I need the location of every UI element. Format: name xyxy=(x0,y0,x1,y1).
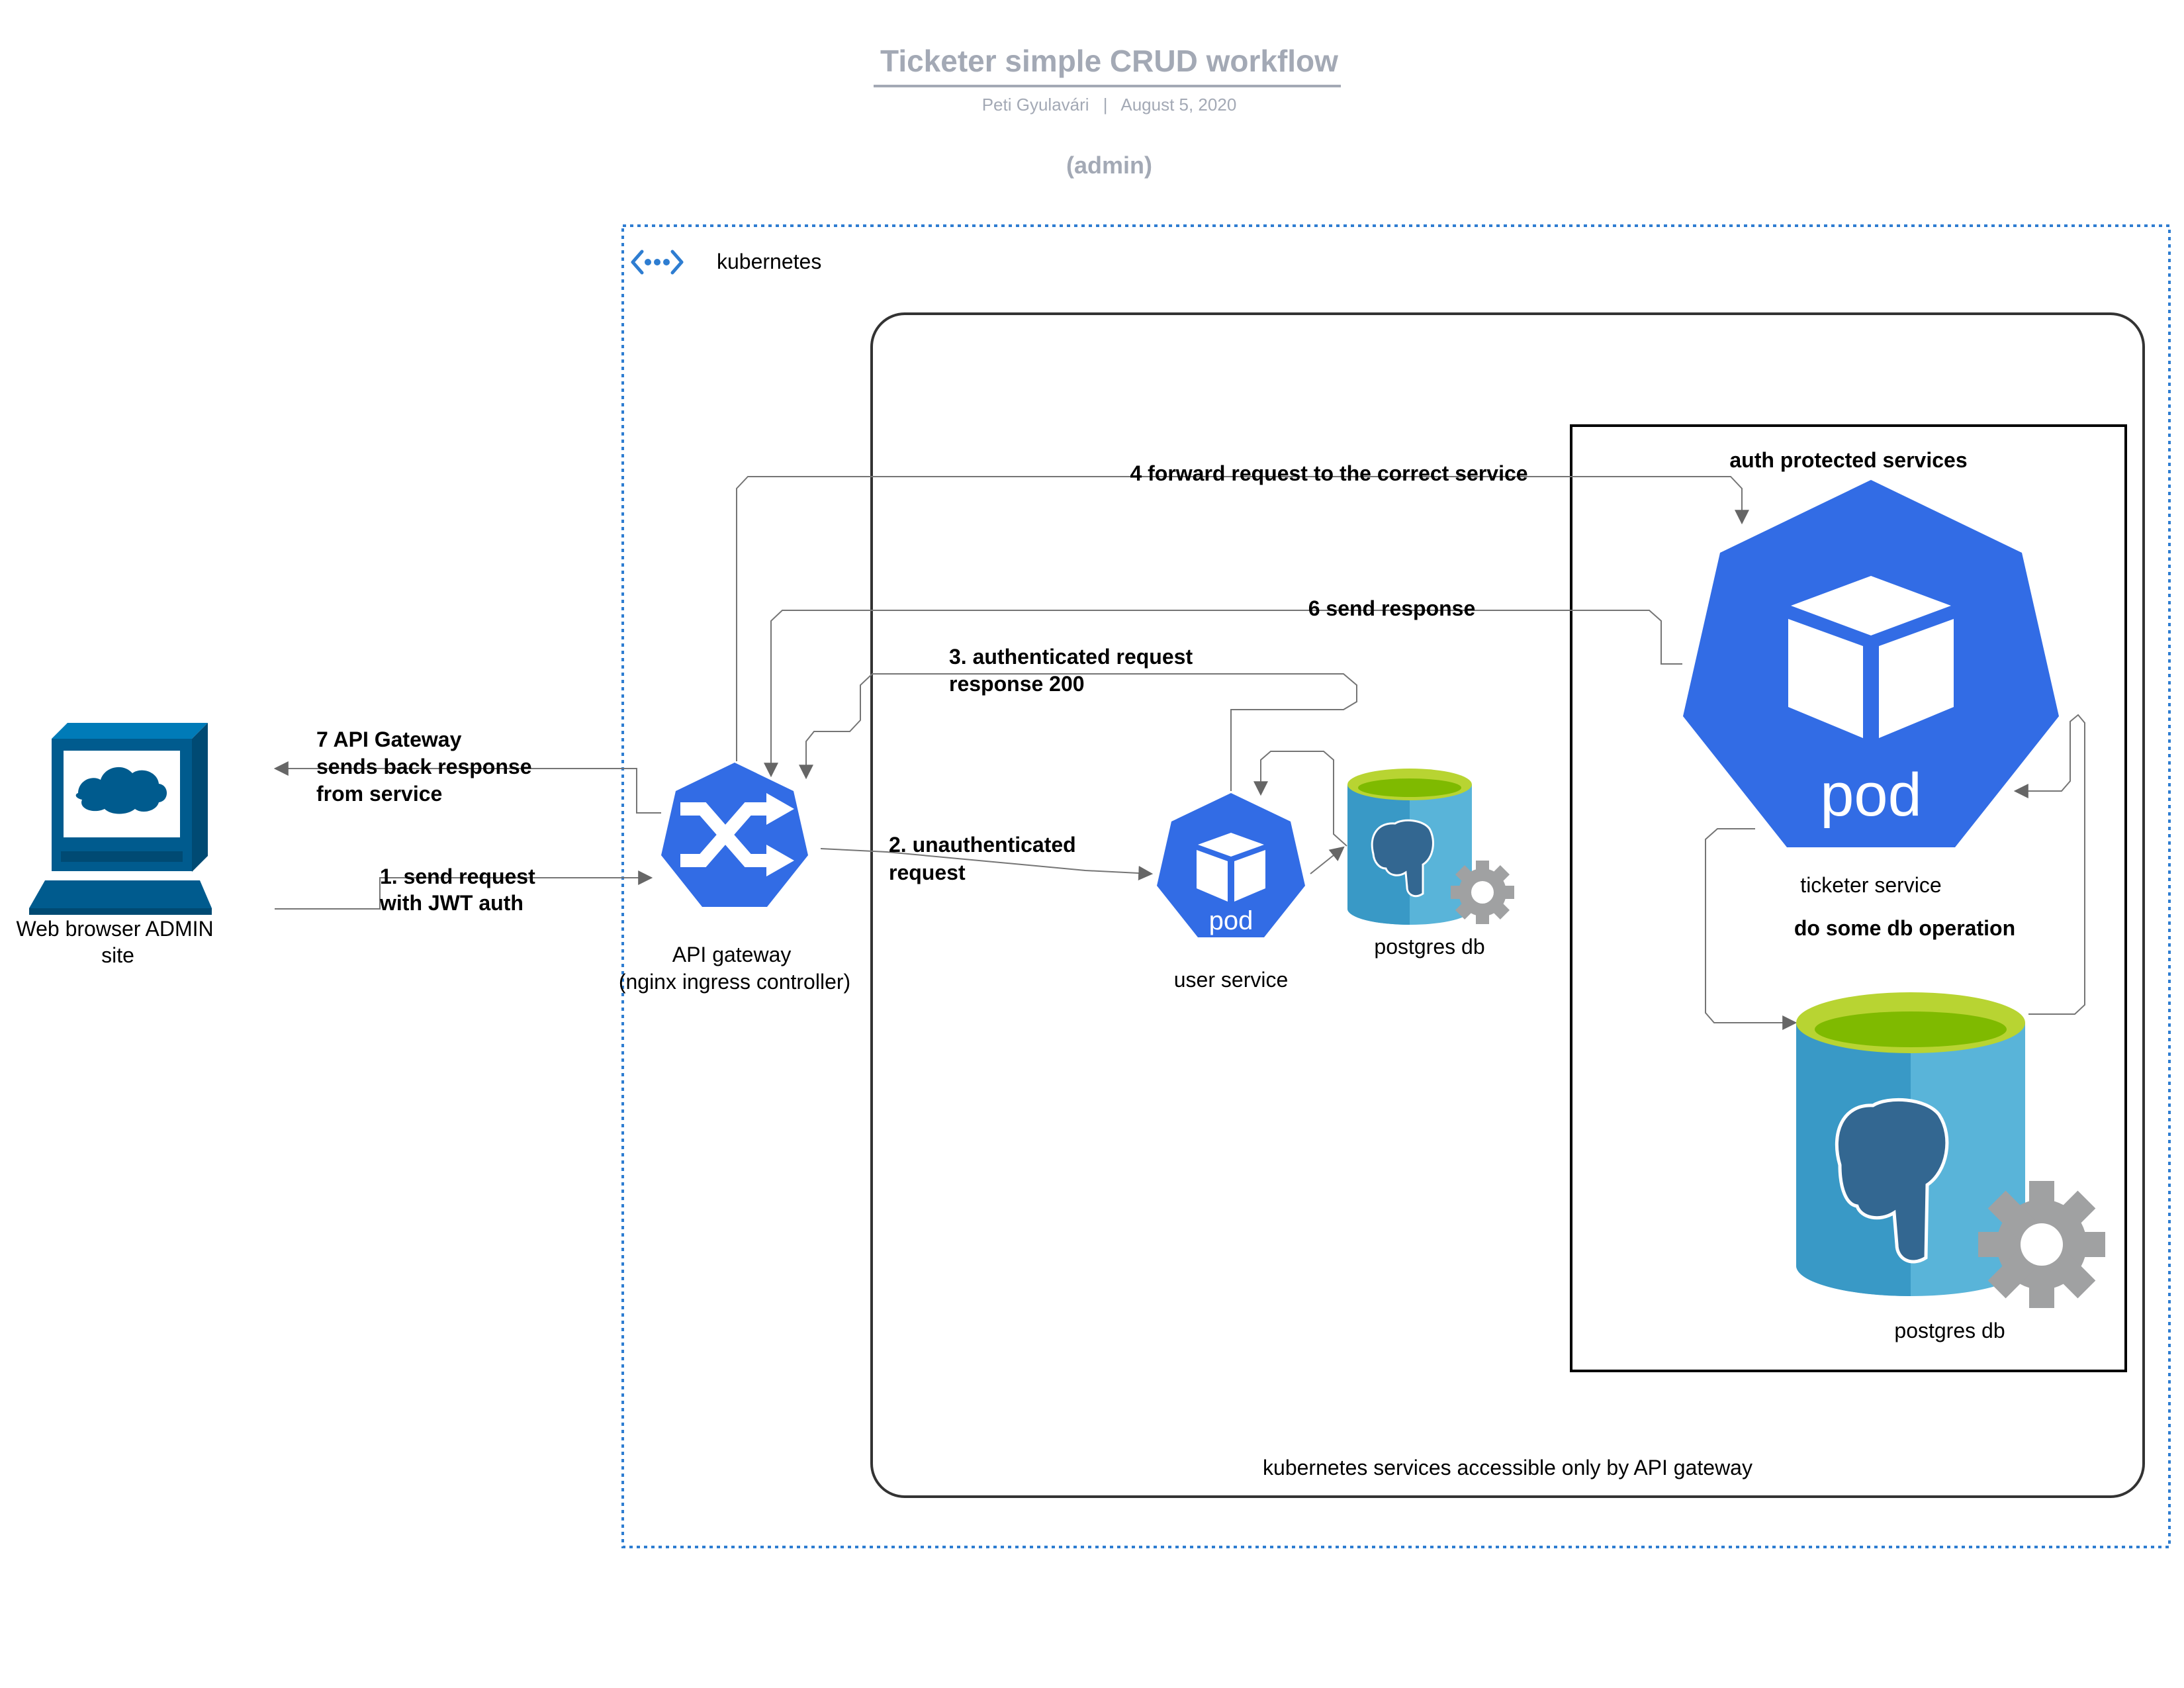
services-box xyxy=(870,312,2145,1498)
author: Peti Gyulavári xyxy=(982,95,1089,115)
edge-step1 xyxy=(275,870,653,910)
edge-step6 xyxy=(764,610,1682,778)
computer-icon xyxy=(29,723,212,915)
edge-user-to-db xyxy=(1310,846,1345,874)
author-date: Peti Gyulavári | August 5, 2020 xyxy=(982,95,1237,115)
user-service-label: user service xyxy=(1174,968,1289,992)
auth-protected-label: auth protected services xyxy=(1729,448,1967,472)
step3-label: 3. authenticated request response 200 xyxy=(949,645,1199,696)
user-db-label: postgres db xyxy=(1374,935,1484,959)
browser-label: Web browser ADMIN site xyxy=(16,917,219,967)
date: August 5, 2020 xyxy=(1120,95,1236,115)
services-box-caption: kubernetes services accessible only by A… xyxy=(1263,1456,1752,1479)
connectors xyxy=(273,476,2085,1030)
user-db-icon xyxy=(1347,769,1514,925)
step4-label: 4 forward request to the correct service xyxy=(1130,461,1527,485)
edge-step7 xyxy=(273,761,661,814)
gateway-label: API gateway (nginx ingress controller) xyxy=(619,943,850,994)
step1-label: 1. send request with JWT auth xyxy=(379,865,541,915)
edge-user-db-return xyxy=(1253,751,1347,847)
edge-step5 xyxy=(1705,828,1797,1030)
kubernetes-label: kubernetes xyxy=(717,250,821,273)
virtual-network-icon xyxy=(631,250,684,275)
step2-label: 2. unauthenticated request xyxy=(889,833,1082,884)
diagram-title: Ticketer simple CRUD workflow xyxy=(880,44,1338,78)
step5-label: do some db operation xyxy=(1794,916,2015,940)
ticketer-service-pod-icon: pod xyxy=(1683,480,2059,847)
separator: | xyxy=(1103,95,1108,115)
edge-step3 xyxy=(799,673,1357,791)
user-pod-text: pod xyxy=(1209,906,1253,935)
role-label: (admin) xyxy=(1066,152,1152,179)
kubernetes-boundary xyxy=(621,224,2171,1548)
edge-step4 xyxy=(736,476,1749,761)
ticketer-db-icon xyxy=(1796,992,2105,1308)
gear-icon xyxy=(1978,1181,2105,1308)
ticketer-pod-text: pod xyxy=(1820,761,1922,829)
auth-protected-box xyxy=(1570,424,2127,1372)
edge-db-return xyxy=(2013,714,2085,1015)
gear-icon xyxy=(1451,861,1514,924)
ingress-icon xyxy=(661,763,808,907)
step6-label: 6 send response xyxy=(1308,596,1476,620)
ticketer-db-label: postgres db xyxy=(1894,1319,2005,1342)
ticketer-service-label: ticketer service xyxy=(1800,873,1941,897)
user-service-pod-icon: pod xyxy=(1157,793,1305,937)
edge-step2 xyxy=(820,848,1154,880)
step7-label: 7 API Gateway sends back response from s… xyxy=(316,727,537,806)
